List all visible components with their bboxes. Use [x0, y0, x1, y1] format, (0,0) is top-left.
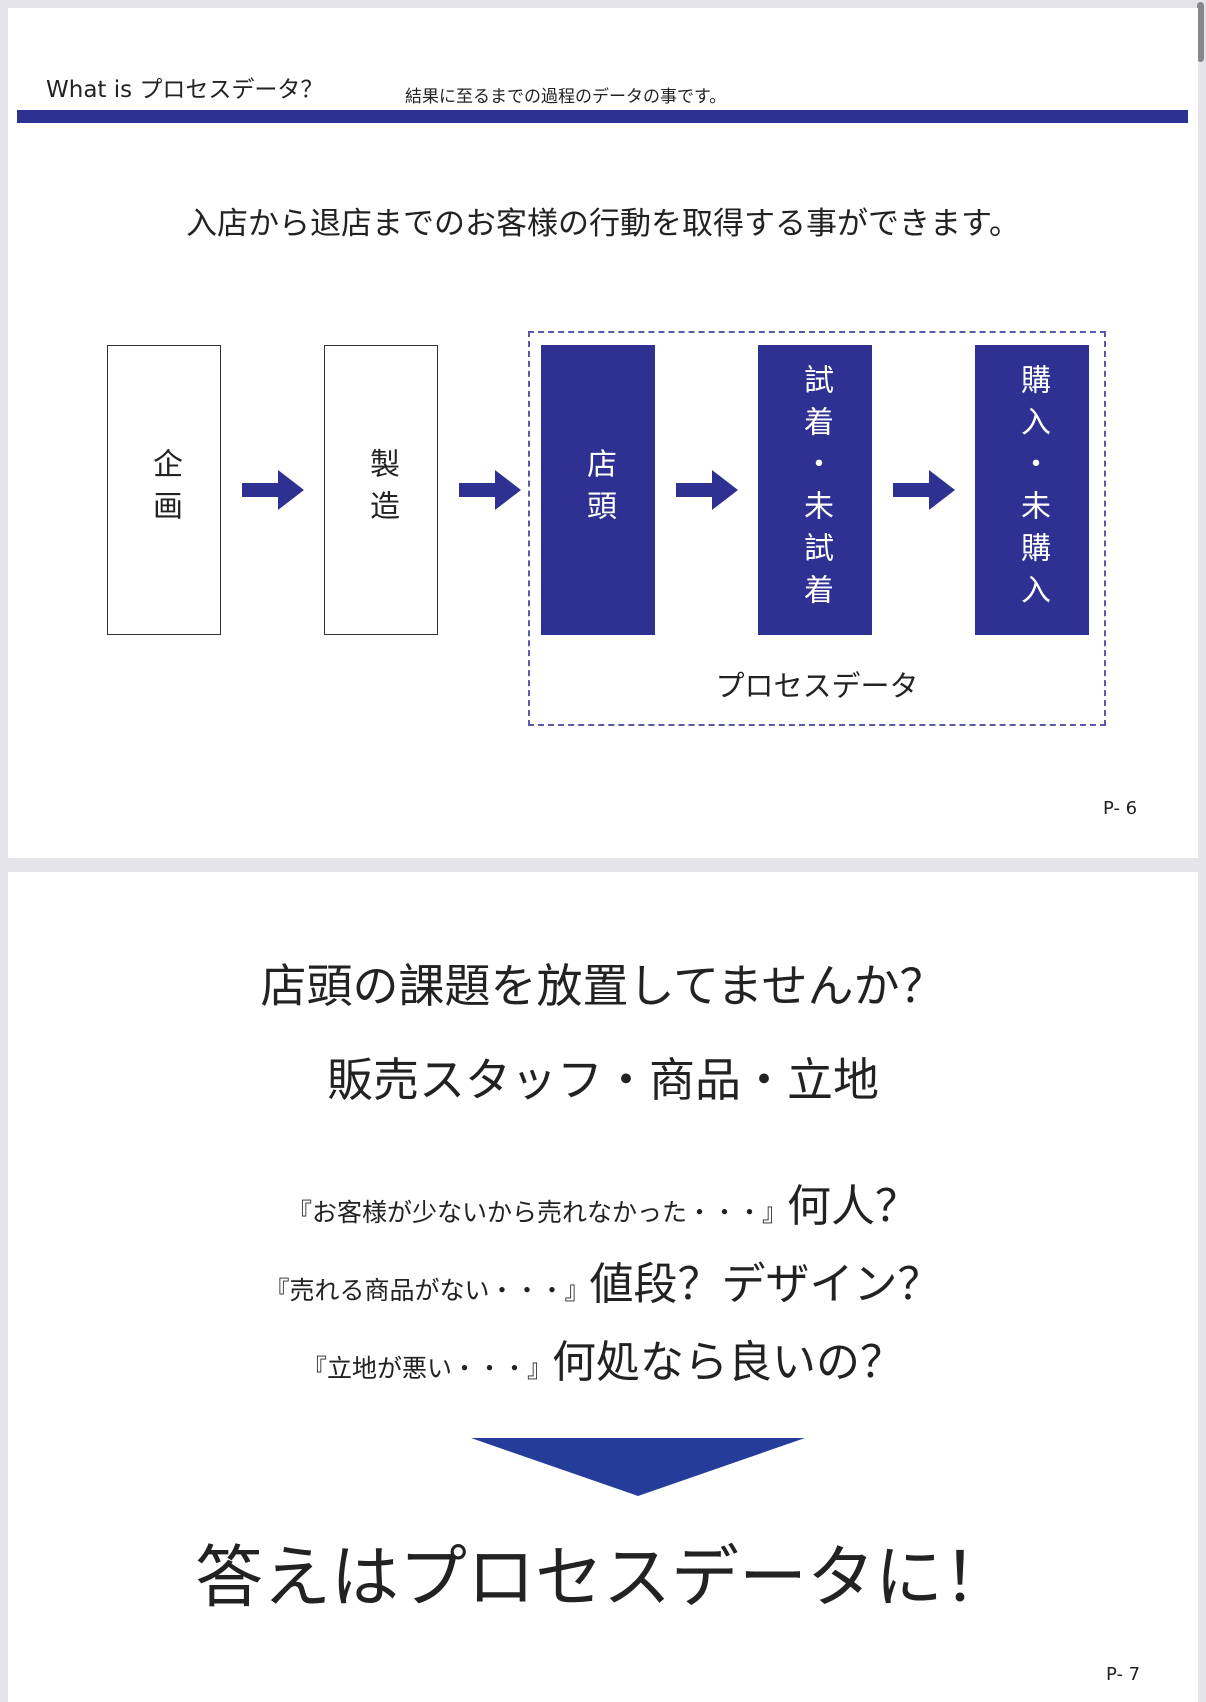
- step-storefront: 店頭: [541, 345, 655, 635]
- process-data-label: プロセスデータ: [715, 669, 919, 703]
- page-number: P- 6: [1103, 798, 1138, 819]
- arrow-right-icon: [893, 470, 955, 510]
- header-divider-bar: [17, 110, 1188, 123]
- step-label: 店頭: [581, 448, 616, 532]
- arrow-right-icon: [459, 470, 521, 510]
- slide-header-title: What is プロセスデータ？: [46, 77, 324, 103]
- process-data-group: [528, 331, 1106, 726]
- step-label: 企画: [147, 448, 182, 532]
- slide-page-7: 店頭の課題を放置してませんか？ 販売スタッフ・商品・立地 『お客様が少ないから売…: [8, 872, 1198, 1702]
- arrow-right-icon: [242, 470, 304, 510]
- issue-line: 『お客様が少ないから売れなかった・・・』何人？: [8, 1170, 1198, 1234]
- issue-question: 何人？: [787, 1181, 919, 1232]
- step-manufacturing: 製造: [324, 345, 438, 635]
- step-label: 試着・未試着: [798, 364, 833, 616]
- step-planning: 企画: [107, 345, 221, 635]
- slide-header-subtitle: 結果に至るまでの過程のデータの事です。: [405, 87, 727, 107]
- issue-quote: 『売れる商品がない・・・』: [264, 1276, 590, 1305]
- step-label: 製造: [364, 448, 399, 532]
- slide-title: 店頭の課題を放置してませんか？: [260, 959, 946, 1013]
- answer-text: 答えはプロセスデータに！: [194, 1539, 1011, 1618]
- step-try-on: 試着・未試着: [758, 345, 872, 635]
- issue-question: 値段？デザイン？: [589, 1259, 942, 1310]
- issue-quote: 『お客様が少ないから売れなかった・・・』: [286, 1198, 787, 1227]
- issue-line: 『売れる商品がない・・・』値段？デザイン？: [8, 1248, 1198, 1312]
- slide-page-6: What is プロセスデータ？ 結果に至るまでの過程のデータの事です。 入店か…: [8, 8, 1198, 858]
- issue-quote: 『立地が悪い・・・』: [301, 1354, 552, 1383]
- issue-line: 『立地が悪い・・・』何処なら良いの？: [8, 1326, 1198, 1390]
- lead-text: 入店から退店までのお客様の行動を取得する事ができます。: [186, 206, 1020, 242]
- down-triangle-icon: [471, 1438, 805, 1496]
- page-number: P- 7: [1106, 1664, 1141, 1685]
- arrow-right-icon: [676, 470, 738, 510]
- step-label: 購入・未購入: [1015, 364, 1050, 616]
- step-purchase: 購入・未購入: [975, 345, 1089, 635]
- scrollbar[interactable]: [1197, 2, 1204, 62]
- issue-question: 何処なら良いの？: [552, 1337, 904, 1388]
- slide-subtitle: 販売スタッフ・商品・立地: [327, 1053, 879, 1107]
